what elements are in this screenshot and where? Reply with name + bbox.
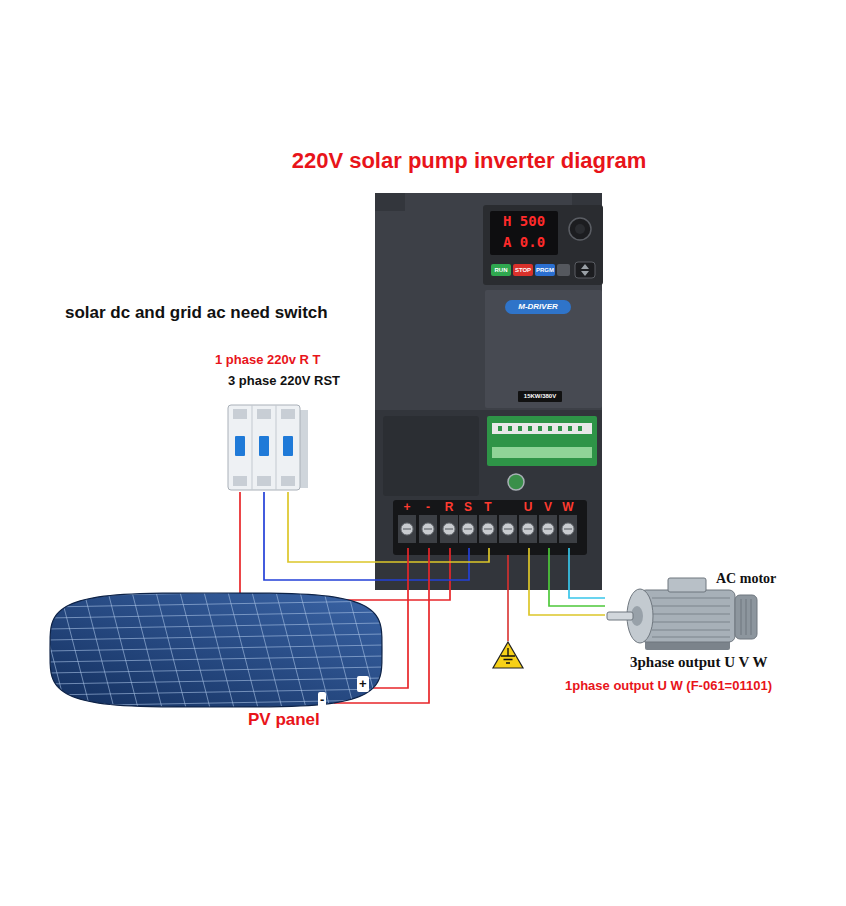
power-terminal: + (397, 500, 419, 548)
power-terminal: U (518, 500, 540, 548)
polarity-mark: + (357, 676, 369, 692)
power-terminal: S (458, 500, 480, 548)
wire-connector (240, 492, 450, 600)
brand-badge: M-DRIVER (505, 300, 571, 314)
keypad-button: RUN (491, 264, 511, 276)
circuit-breaker-illustration (228, 405, 308, 490)
ac-motor-illustration (607, 578, 757, 650)
pv-cell-lines (48, 592, 384, 708)
pv-panel-outline (48, 592, 384, 708)
ac-motor: AC motor (605, 560, 785, 652)
inverter-unit: H 500 A 0.0RUNSTOPPRGM M-DRIVER 15KW/380V +-… (375, 193, 603, 591)
terminal-name: + (397, 500, 417, 514)
wire-connector (549, 548, 605, 606)
terminal-name: U (518, 500, 538, 514)
inverter-illustration (375, 193, 603, 590)
wire-connector (264, 492, 469, 580)
pv-caption: PV panel (248, 710, 320, 730)
pv-cell-grid (48, 592, 384, 708)
keypad-button: STOP (513, 264, 533, 276)
terminal-name: V (538, 500, 558, 514)
power-terminal: R (439, 500, 461, 548)
terminal-name: R (439, 500, 459, 514)
rating-plate: 15KW/380V (518, 391, 562, 402)
keypad-button: PRGM (535, 264, 555, 276)
power-terminal: T (478, 500, 500, 548)
diagram-title: 220V solar pump inverter diagram (219, 148, 719, 174)
switch-note: solar dc and grid ac need switch (65, 303, 328, 323)
led-readout: A 0.0 (490, 234, 558, 250)
output-note: 3phase output U V W (630, 653, 768, 671)
circuit-breaker: 1 phase 220v R T 3 phase 220V RST (210, 350, 362, 492)
terminal-name: T (478, 500, 498, 514)
motor-caption: AC motor (716, 571, 776, 588)
pv-panel-rim (50, 593, 382, 707)
phase-note: 3 phase 220V RST (228, 373, 340, 389)
output-note: 1phase output U W (F-061=01101) (565, 678, 772, 694)
phase-note: 1 phase 220v R T (215, 352, 321, 368)
wire-connector (288, 492, 489, 562)
pv-panel: PV panel (48, 592, 384, 708)
led-readout: H 500 (490, 213, 558, 229)
power-terminal: - (418, 500, 440, 548)
polarity-mark: - (318, 692, 326, 708)
terminal-name: W (558, 500, 578, 514)
terminal-name: S (458, 500, 478, 514)
power-terminal: V (538, 500, 560, 548)
ground-symbol (493, 555, 523, 668)
wire-connector (529, 548, 605, 615)
wire-connector (569, 548, 605, 598)
power-terminal: W (558, 500, 580, 548)
terminal-name: - (418, 500, 438, 514)
